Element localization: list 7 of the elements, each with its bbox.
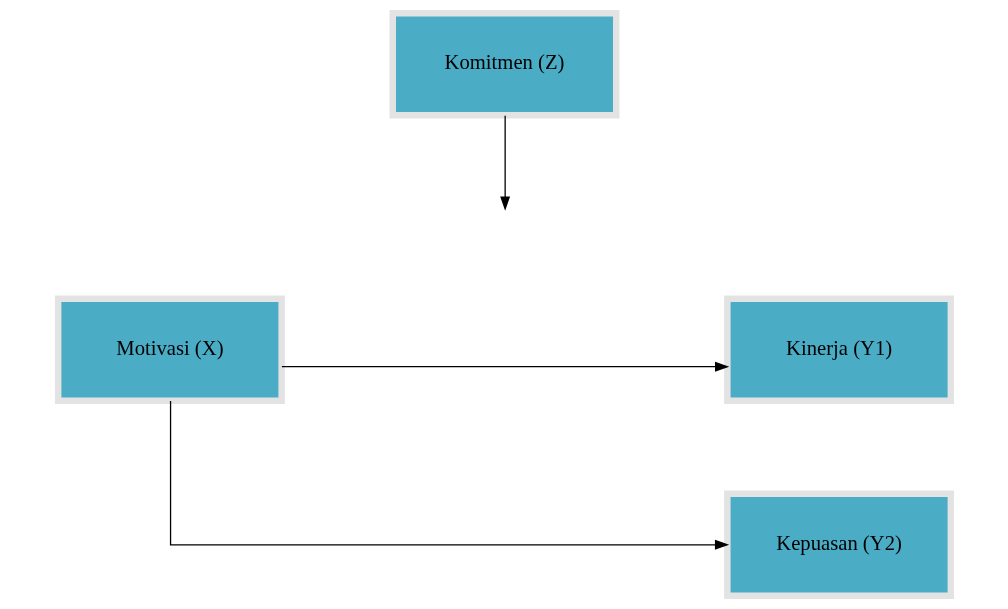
arrow (499, 115, 510, 211)
node-box: Motivasi (X) (54, 295, 285, 404)
arrow (280, 361, 729, 372)
arrow (169, 400, 729, 550)
node-box: Kinerja (Y1) (723, 295, 954, 404)
node-box: Kepuasan (Y2) (723, 490, 954, 600)
node-box: Komitmen (Z) (389, 9, 619, 119)
